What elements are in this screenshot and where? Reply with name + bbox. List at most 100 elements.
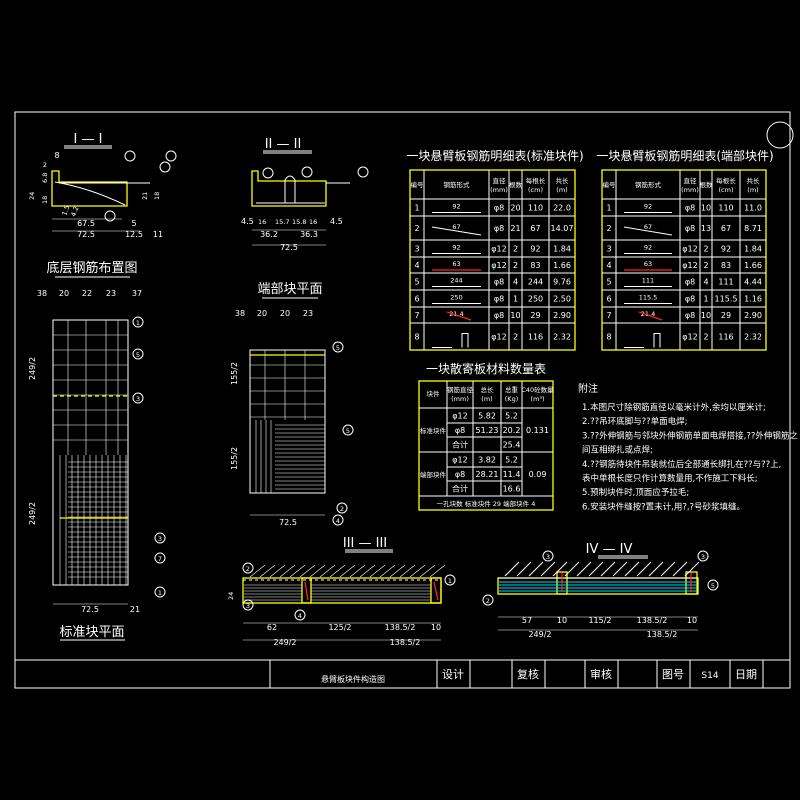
- callout-number: 5: [346, 427, 350, 435]
- cell-each: 116: [718, 333, 733, 342]
- stirrup-line: [409, 564, 426, 578]
- callout-marker: [132, 316, 144, 328]
- dim-label: 20: [257, 309, 267, 318]
- cell-total: 1.66: [553, 261, 571, 270]
- cell-count: 2: [513, 333, 518, 342]
- stirrup-line: [419, 564, 436, 578]
- dim-label: 138.5/2: [647, 630, 678, 639]
- cell-no: 4: [606, 261, 611, 270]
- cell-total: 11.0: [744, 204, 762, 213]
- cell-no: 1: [606, 204, 611, 213]
- cell-no: 6: [606, 295, 611, 304]
- callout-marker: [697, 550, 709, 562]
- header-cell: 总长(m): [481, 385, 495, 403]
- cell-count: 10: [510, 311, 520, 320]
- dim-label: 10: [557, 616, 567, 625]
- dim-label: 12.5: [125, 230, 143, 239]
- cell-dia: φ12: [491, 245, 506, 254]
- header-cell: 直径(mm): [681, 176, 699, 194]
- section-1-title: I — I: [74, 132, 103, 147]
- note-line: 3.??外伸钢筋与邻块外伸钢筋单面电焊搭接,??外伸钢筋之: [582, 430, 798, 441]
- stirrup-line: [299, 564, 316, 578]
- weight-cell: 5.2: [505, 412, 518, 421]
- length-cell: 51.23: [476, 426, 499, 435]
- stirrup-line: [279, 564, 296, 578]
- cell-total: 2.50: [553, 295, 571, 304]
- dim-label: 2: [43, 161, 47, 169]
- dim-label: 72.5: [280, 243, 298, 252]
- callout-number: 3: [136, 395, 140, 403]
- callout-marker: [154, 532, 166, 544]
- stirrup-line: [552, 561, 568, 577]
- diameter-cell: φ12: [452, 412, 467, 421]
- callout-number: 5: [136, 351, 140, 359]
- title-block: 悬臂板块件构造图 设计 复核 审核 图号 S14 日期: [15, 659, 790, 688]
- callout-number: 5: [711, 582, 715, 590]
- cell-each: 111: [718, 278, 733, 287]
- cell-count: 2: [513, 245, 518, 254]
- callout-marker: [482, 594, 494, 606]
- dim-label: 138.5/2: [385, 623, 416, 632]
- cell-each: 250: [528, 295, 543, 304]
- cell-count: 1: [703, 295, 708, 304]
- weight-cell: 20.2: [503, 426, 521, 435]
- cell-each: 92: [721, 245, 731, 254]
- section-3-title: III — III: [343, 536, 387, 551]
- dim-label: 11: [153, 230, 163, 239]
- diameter-cell: φ12: [452, 456, 467, 465]
- stirrup-line: [289, 564, 306, 578]
- callout-number: 1: [448, 577, 452, 585]
- cell-total: 1.16: [744, 295, 762, 304]
- cell-no: 7: [414, 311, 419, 320]
- dim-label: 72.5: [81, 605, 99, 614]
- callout-number: 4: [336, 517, 340, 525]
- cell-each: 29: [721, 311, 731, 320]
- cell-no: 6: [414, 295, 419, 304]
- cell-dia: φ8: [685, 295, 695, 304]
- cell-count: 21: [510, 224, 520, 233]
- section-4-4: IV — IV 57 10 115/2 138.5/2 10 249/2 138…: [497, 542, 700, 639]
- callout-marker: [336, 502, 348, 514]
- stirrup-line: [259, 564, 276, 578]
- stirrup-line: [636, 561, 652, 577]
- cell-total: 2.90: [553, 311, 571, 320]
- cell-count: 2: [703, 261, 708, 270]
- length-cell: 5.82: [478, 412, 496, 421]
- rebar-shape-label: 63: [452, 260, 460, 268]
- cell-count: 4: [513, 278, 518, 287]
- cell-each: 67: [721, 224, 731, 233]
- rebar-shape-label: 92: [644, 203, 652, 211]
- cell-total: 2.32: [553, 333, 571, 342]
- callout-marker: [294, 609, 306, 621]
- callout-marker: [332, 341, 344, 353]
- cell-no: 3: [606, 245, 611, 254]
- diameter-cell: φ8: [455, 470, 465, 479]
- date-label: 日期: [735, 668, 757, 681]
- diameter-cell: 合计: [452, 440, 468, 450]
- rebar-shape-label: 250: [450, 294, 462, 302]
- cell-no: 1: [414, 204, 419, 213]
- note-line: 5.预制块件时,顶面应予拉毛;: [582, 487, 689, 498]
- table-border: [601, 169, 767, 351]
- dim-label: 20: [59, 289, 69, 298]
- section-2-2: II — II 4.5 16 15.7 15.8 16 4.5 36.2 36.…: [241, 137, 369, 252]
- header-cell: C40砼数量(m³): [521, 385, 554, 403]
- rebar-shape-label: 115.5: [639, 294, 658, 302]
- weight-cell: 16.6: [503, 485, 521, 494]
- concrete-cell: 0.09: [529, 470, 547, 479]
- cell-total: 14.07: [551, 224, 574, 233]
- standard-block-title: 标准块平面: [59, 625, 124, 640]
- notes: 附注 1.本图尺寸除钢筋直径以毫米计外,余均以厘米计;2.??吊环底脚与??单面…: [578, 382, 798, 512]
- header-cell: 钢筋直径(mm): [447, 385, 474, 403]
- callout-marker: [444, 574, 456, 586]
- header-cell: 根数: [700, 180, 714, 189]
- dim-label: 21: [141, 192, 149, 200]
- dim-label: 4.5: [330, 217, 343, 226]
- dim-label: 36.2: [260, 230, 278, 239]
- cell-dia: φ8: [494, 278, 504, 287]
- dim-label: 125/2: [328, 623, 351, 632]
- stirrup-line: [504, 561, 520, 577]
- rebar-shape-label: 92: [644, 244, 652, 252]
